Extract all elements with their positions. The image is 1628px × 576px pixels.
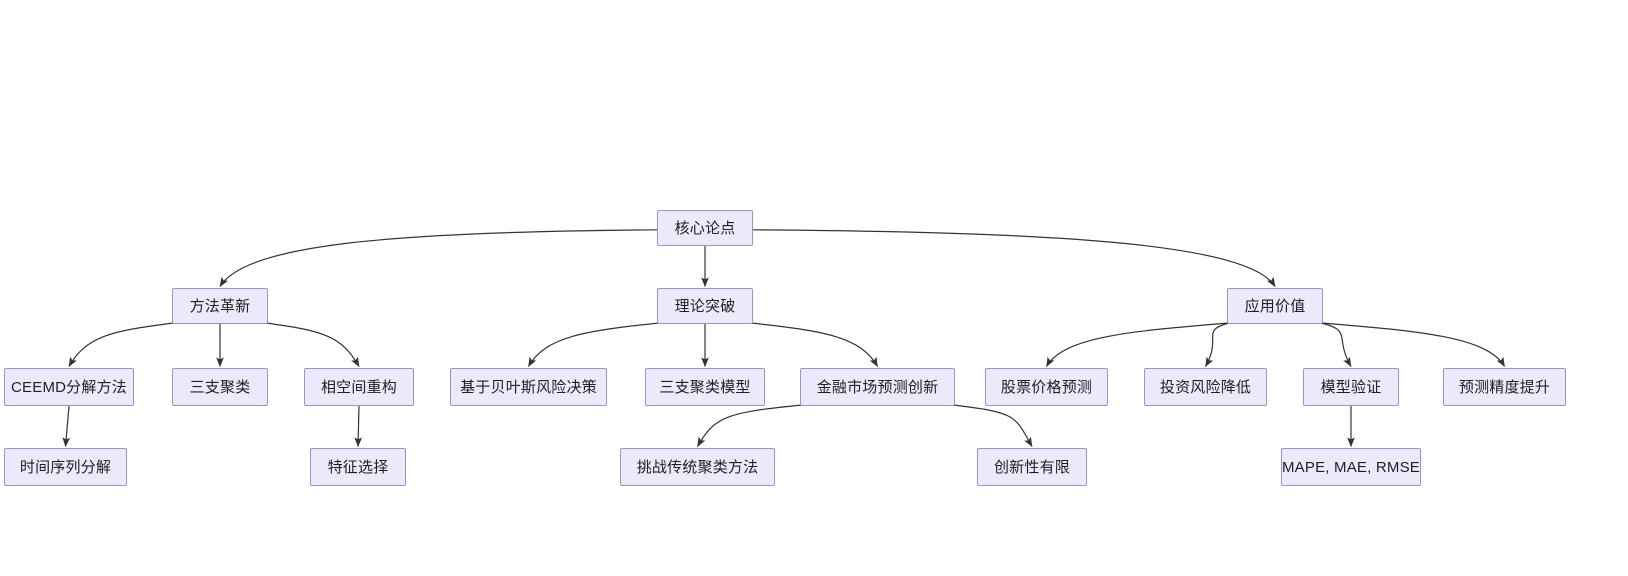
- node-label: 三支聚类: [189, 378, 251, 396]
- node-label: 理论突破: [674, 297, 736, 315]
- edge-value-to-risk: [1204, 322, 1230, 368]
- node-phase[interactable]: 相空间重构: [304, 368, 414, 406]
- node-limited[interactable]: 创新性有限: [977, 448, 1087, 486]
- node-featsel[interactable]: 特征选择: [310, 448, 406, 486]
- node-twmodel[interactable]: 三支聚类模型: [645, 368, 765, 406]
- edge-paths: [62, 229, 1506, 448]
- node-risk[interactable]: 投资风险降低: [1144, 368, 1267, 406]
- node-label: 相空间重构: [320, 378, 397, 396]
- node-threeway[interactable]: 三支聚类: [172, 368, 268, 406]
- edge-phase-to-featsel: [354, 405, 363, 448]
- node-label: MAPE, MAE, RMSE: [1281, 458, 1421, 476]
- node-accuracy[interactable]: 预测精度提升: [1443, 368, 1566, 406]
- node-finance[interactable]: 金融市场预测创新: [800, 368, 955, 406]
- edge-finance-to-limited: [952, 404, 1033, 448]
- node-method[interactable]: 方法革新: [172, 288, 268, 324]
- node-validate[interactable]: 模型验证: [1303, 368, 1399, 406]
- edge-theory-to-bayes: [527, 322, 660, 368]
- node-label: CEEMD分解方法: [11, 378, 127, 396]
- node-label: 股票价格预测: [1000, 378, 1093, 396]
- edge-ceemd-to-tsdecomp: [62, 405, 71, 448]
- node-challenge[interactable]: 挑战传统聚类方法: [620, 448, 775, 486]
- edge-value-to-accuracy: [1320, 322, 1506, 368]
- node-root[interactable]: 核心论点: [657, 210, 753, 246]
- node-label: 特征选择: [327, 458, 389, 476]
- node-value[interactable]: 应用价值: [1227, 288, 1323, 324]
- node-label: 方法革新: [189, 297, 251, 315]
- node-label: 金融市场预测创新: [816, 378, 939, 396]
- edge-theory-to-finance: [750, 322, 879, 368]
- edge-value-to-stock: [1045, 322, 1230, 368]
- node-label: 模型验证: [1320, 378, 1382, 396]
- node-stock[interactable]: 股票价格预测: [985, 368, 1108, 406]
- node-label: 三支聚类模型: [659, 378, 751, 396]
- node-label: 时间序列分解: [19, 458, 112, 476]
- edge-method-to-ceemd: [68, 322, 175, 368]
- node-tsdecomp[interactable]: 时间序列分解: [4, 448, 127, 486]
- node-theory[interactable]: 理论突破: [657, 288, 753, 324]
- edge-finance-to-challenge: [696, 404, 803, 448]
- node-label: 预测精度提升: [1458, 378, 1551, 396]
- node-label: 应用价值: [1244, 297, 1306, 315]
- node-ceemd[interactable]: CEEMD分解方法: [4, 368, 134, 406]
- node-label: 基于贝叶斯风险决策: [460, 378, 597, 396]
- edge-root-to-value: [752, 229, 1276, 288]
- node-label: 挑战传统聚类方法: [636, 458, 759, 476]
- node-label: 核心论点: [674, 219, 736, 237]
- node-label: 创新性有限: [993, 458, 1070, 476]
- edge-root-to-method: [219, 229, 658, 288]
- edge-value-to-validate: [1320, 322, 1352, 368]
- node-bayes[interactable]: 基于贝叶斯风险决策: [450, 368, 607, 406]
- node-metrics[interactable]: MAPE, MAE, RMSE: [1281, 448, 1421, 486]
- node-label: 投资风险降低: [1159, 378, 1252, 396]
- edge-method-to-phase: [265, 322, 360, 368]
